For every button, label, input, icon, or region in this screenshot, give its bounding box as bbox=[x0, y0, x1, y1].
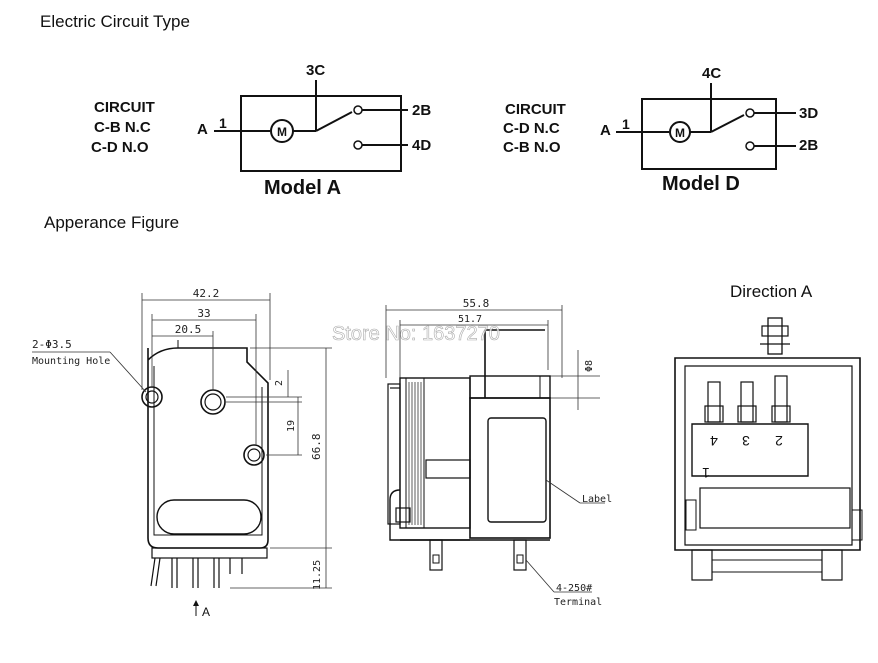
dim-33: 33 bbox=[197, 307, 210, 320]
model-d-motor-label: M bbox=[675, 126, 685, 140]
model-a-switch-blade bbox=[315, 111, 353, 132]
side-view: 55.8 51.7 Φ8 bbox=[385, 297, 612, 608]
model-d-terminal-a: A bbox=[600, 122, 611, 139]
model-a-circuit-label: CIRCUIT bbox=[94, 99, 155, 116]
top-terminal-plate bbox=[691, 423, 809, 477]
dim-11-25: 11.25 bbox=[312, 560, 323, 590]
dim-20-5: 20.5 bbox=[175, 323, 202, 336]
front-pins bbox=[150, 557, 243, 588]
model-a-terminal-4d: 4D bbox=[412, 137, 431, 154]
front-view: 42.2 33 20.5 2-Φ3.5 Mounting Hole 2 19 6… bbox=[32, 287, 332, 619]
pin-2-label: 2 bbox=[775, 433, 783, 449]
pin-3-label: 3 bbox=[742, 433, 750, 449]
model-d-circuit-label: CIRCUIT bbox=[505, 101, 566, 118]
model-a-terminal-3c: 3C bbox=[306, 62, 325, 79]
front-label-plate bbox=[156, 499, 262, 535]
direction-arrow-icon bbox=[193, 600, 199, 606]
mounting-hole-text: Mounting Hole bbox=[32, 356, 110, 367]
model-a-terminal-2b: 2B bbox=[412, 102, 431, 119]
model-a-housing bbox=[240, 95, 402, 172]
model-a-no-line: C-D N.O bbox=[91, 139, 149, 156]
terminal-text: Terminal bbox=[554, 597, 602, 608]
dim-19: 19 bbox=[286, 420, 297, 432]
side-coil-body bbox=[399, 377, 471, 529]
side-label-area bbox=[487, 417, 547, 523]
model-a-terminal-1: 1 bbox=[219, 115, 227, 131]
circuit-section-title: Electric Circuit Type bbox=[40, 12, 190, 31]
model-a-terminal-a: A bbox=[197, 121, 208, 138]
top-view: Direction A 4 3 2 1 bbox=[674, 282, 863, 581]
model-d-terminal-4c: 4C bbox=[702, 65, 721, 82]
mounting-hole-spec: 2-Φ3.5 bbox=[32, 338, 72, 351]
pin-1-label: 1 bbox=[702, 465, 710, 481]
pin-4-label: 4 bbox=[710, 433, 718, 449]
model-d-circuit: CIRCUIT C-D N.C C-B N.O A 1 M 4C 3D 2B M… bbox=[503, 65, 818, 195]
model-d-switch-blade bbox=[710, 114, 745, 133]
terminal-spec: 4-250# bbox=[556, 583, 592, 594]
top-outer-body bbox=[674, 357, 861, 551]
side-shaft bbox=[469, 375, 551, 399]
direction-a-label: Direction A bbox=[730, 282, 813, 301]
model-d-housing bbox=[641, 98, 777, 170]
appearance-section-title: Apperance Figure bbox=[44, 213, 180, 232]
side-terminal-1 bbox=[429, 539, 443, 571]
model-a-nc-line: C-B N.C bbox=[94, 119, 151, 136]
model-d-terminal-3d: 3D bbox=[799, 105, 818, 122]
front-body-outline bbox=[147, 347, 269, 549]
side-terminal-2 bbox=[513, 539, 527, 571]
model-d-name: Model D bbox=[662, 173, 740, 195]
model-d-no-line: C-B N.O bbox=[503, 139, 561, 156]
front-arrow-label: A bbox=[202, 605, 210, 619]
dim-phi-8: Φ8 bbox=[584, 360, 595, 372]
model-a-circuit: CIRCUIT C-B N.C C-D N.O A 1 M 3C 2B 4D M… bbox=[91, 62, 431, 199]
dim-66-8: 66.8 bbox=[310, 434, 323, 461]
model-d-terminal-1: 1 bbox=[622, 116, 630, 132]
model-d-terminal-2b: 2B bbox=[799, 137, 818, 154]
dim-55-8: 55.8 bbox=[463, 297, 490, 310]
mounting-hole-left bbox=[141, 386, 163, 408]
side-main-block bbox=[469, 397, 551, 539]
model-a-name: Model A bbox=[264, 177, 341, 199]
model-a-motor-label: M bbox=[277, 125, 287, 139]
dim-42-2: 42.2 bbox=[193, 287, 220, 300]
store-watermark: Store No: 1637270 bbox=[332, 323, 500, 345]
model-d-nc-line: C-D N.C bbox=[503, 120, 560, 137]
dim-51-7: 51.7 bbox=[458, 314, 482, 325]
mounting-hole-right bbox=[243, 444, 265, 466]
dim-2: 2 bbox=[274, 380, 285, 386]
side-label-callout: Label bbox=[582, 494, 612, 505]
